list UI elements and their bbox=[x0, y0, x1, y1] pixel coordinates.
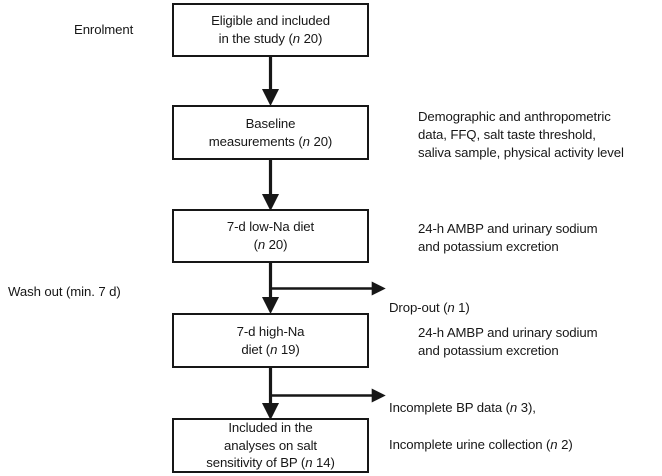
node-low-na-diet: 7-d low-Na diet (n 20) bbox=[172, 209, 369, 263]
exclusion-line-2-post: 2) bbox=[557, 436, 573, 452]
node-line-2-pre: diet ( bbox=[241, 341, 271, 357]
exclusion-incomplete-data: Incomplete BP data (n 3), Incomplete uri… bbox=[389, 381, 573, 454]
n-symbol: n bbox=[270, 341, 278, 357]
node-included-analyses: Included in the analyses on salt sensiti… bbox=[172, 418, 369, 473]
node-line-2-post: 20) bbox=[265, 237, 288, 252]
node-line-1: Eligible and included bbox=[211, 13, 330, 29]
node-line-1: Included in the bbox=[228, 420, 313, 436]
node-line-1: 7-d low-Na diet bbox=[226, 219, 315, 235]
n-symbol: n bbox=[292, 31, 300, 46]
node-high-na-diet: 7-d high-Na diet (n 19) bbox=[172, 313, 369, 368]
exclusion-drop-out: Drop-out (n 1) bbox=[389, 281, 470, 317]
node-line-3-pre: sensitivity of BP ( bbox=[206, 455, 306, 471]
node-line-2-post: 20) bbox=[300, 31, 323, 46]
side-note-low-na: 24-h AMBP and urinary sodium and potassi… bbox=[418, 221, 598, 255]
node-line-2-post: 19) bbox=[277, 341, 300, 357]
node-eligible-included: Eligible and included in the study (n 20… bbox=[172, 3, 369, 57]
stage-label-wash-out: Wash out (min. 7 d) bbox=[8, 284, 121, 299]
node-line-2-pre: measurements ( bbox=[208, 133, 303, 149]
node-line-2: analyses on salt bbox=[224, 437, 317, 453]
exclusion-line-2-pre: Incomplete urine collection ( bbox=[389, 436, 551, 452]
node-line-3-post: 14) bbox=[312, 455, 335, 471]
n-symbol: n bbox=[509, 400, 518, 416]
node-baseline-measurements: Baseline measurements (n 20) bbox=[172, 105, 369, 160]
exclusion-text-post: 1) bbox=[454, 300, 470, 316]
n-symbol: n bbox=[305, 455, 313, 471]
node-line-1: Baseline bbox=[245, 115, 296, 131]
node-line-2-pre: in the study ( bbox=[218, 31, 293, 46]
n-symbol: n bbox=[257, 237, 266, 252]
n-symbol: n bbox=[302, 133, 310, 149]
n-symbol: n bbox=[447, 300, 455, 316]
node-line-2-post: 20) bbox=[309, 133, 333, 149]
exclusion-line-1-pre: Incomplete BP data ( bbox=[389, 400, 510, 416]
exclusion-text-pre: Drop-out ( bbox=[389, 300, 448, 316]
exclusion-line-1-post: 3), bbox=[517, 400, 536, 416]
side-note-baseline: Demographic and anthropometric data, FFQ… bbox=[418, 109, 624, 161]
side-note-high-na: 24-h AMBP and urinary sodium and potassi… bbox=[418, 325, 598, 359]
node-line-1: 7-d high-Na bbox=[236, 323, 305, 339]
n-symbol: n bbox=[550, 436, 558, 452]
node-line-2-pre: ( bbox=[253, 237, 258, 252]
stage-label-enrolment: Enrolment bbox=[74, 22, 134, 37]
